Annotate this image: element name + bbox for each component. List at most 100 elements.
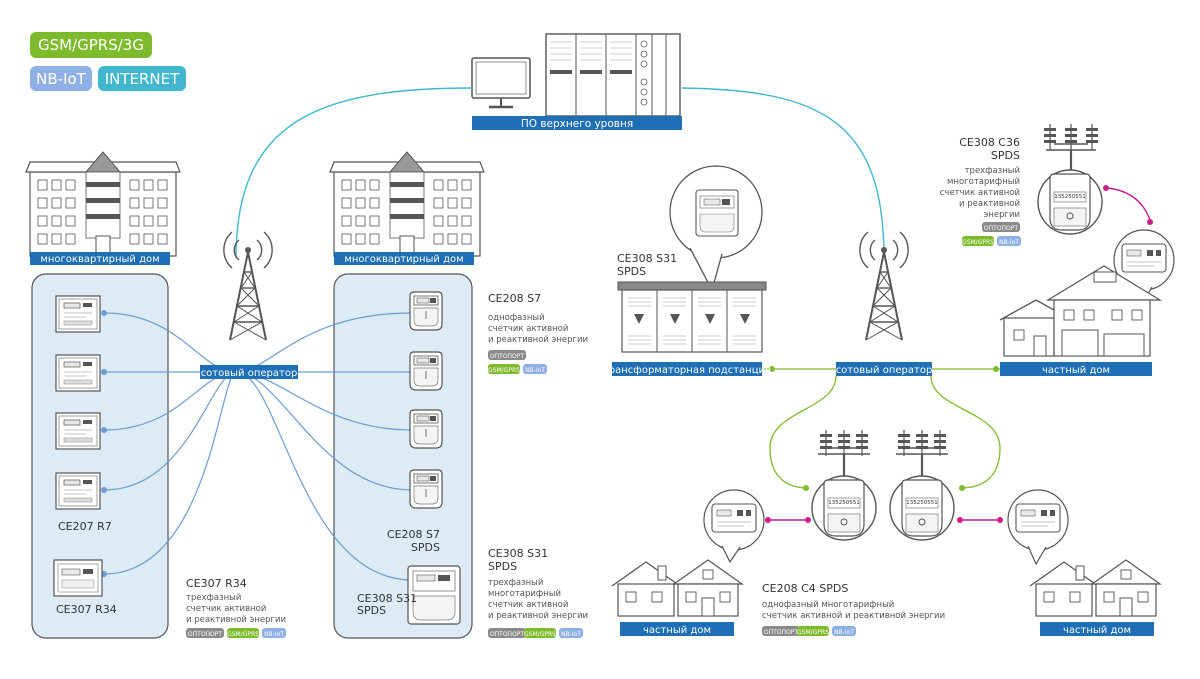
ce308c36-label-2: SPDS <box>991 149 1020 162</box>
pole-c4-left-icon <box>818 429 870 476</box>
ce208s7-desc-line-1: однофазный <box>488 313 545 323</box>
ce308s31-sub-label-1: CE308 S31 <box>617 252 677 265</box>
ce307r34-desc-line-2: счетчик активной <box>186 604 266 614</box>
private-house-right-bar <box>1000 362 1152 376</box>
pole-c36-icon <box>1043 123 1099 172</box>
apartment-label-mid: многоквартирный дом <box>344 254 463 265</box>
ce308s31-desc-line-2: многотарифный <box>488 589 561 599</box>
meter-ce208-1-icon <box>409 291 443 331</box>
meter-ce208-4-icon <box>409 469 443 509</box>
gsm-links <box>762 368 1001 489</box>
ce208s7spds-label-1: CE208 S7 <box>387 528 440 541</box>
ce308s31-sub-label-2: SPDS <box>617 265 646 278</box>
ce308c36-desc-line-3: счетчик активной <box>940 188 1020 198</box>
ce308s31-desc-title-2: SPDS <box>488 560 517 573</box>
ce308c36-desc-line-1: трехфазный <box>965 166 1020 176</box>
ce208c4-badges: ОПТОПОРТ GSM/GPRS NB-IoT <box>762 626 856 636</box>
private-house-left-label: частный дом <box>643 625 711 636</box>
substation-label: трансформаторная подстанция <box>603 365 771 376</box>
ce208c4-right-serial: 135250551 <box>906 500 938 506</box>
ce307r34-badge-gsm: GSM/GPRS <box>227 631 259 638</box>
meter-ce207-2-icon <box>55 354 101 392</box>
ce307r34-badge-nbiot: NB-IoT <box>264 631 284 638</box>
c4-links <box>765 517 1003 523</box>
ce207r7-label: CE207 R7 <box>58 520 112 533</box>
ce308s31-badge-optoport: ОПТОПОРТ <box>490 631 524 638</box>
ce308c36-desc-line-2: многотарифный <box>947 177 1020 187</box>
private-house-right-label: частный дом <box>1042 365 1110 376</box>
internet-link-left <box>235 87 473 259</box>
cell-tower-left-icon <box>222 231 274 341</box>
private-house-br-label: частный дом <box>1063 625 1131 636</box>
private-house-left-bar <box>620 622 734 636</box>
ce308s31-desc-line-3: счетчик активной <box>488 600 568 610</box>
meter-ce307-icon <box>53 559 103 597</box>
ce208s7-badge-gsm: GSM/GPRS <box>488 367 520 374</box>
operator-left-label: сотовый оператор <box>201 368 298 379</box>
ce208s7-badge-optoport: ОПТОПОРТ <box>490 353 524 360</box>
ce208c4-desc-title: CE208 C4 SPDS <box>762 582 848 595</box>
ce208s7-desc-title: CE208 S7 <box>488 292 541 305</box>
c36-link <box>1107 187 1151 221</box>
upper-level-label: ПО верхнего уровня <box>521 118 633 130</box>
ce307r34-desc-title: CE307 R34 <box>186 577 247 590</box>
substation-icon <box>617 281 767 353</box>
legend-internet-label: INTERNET <box>105 70 180 88</box>
ce208c4-desc-line-1: однофазный многотарифный <box>762 600 894 610</box>
ce308s31spds-label-2: SPDS <box>357 604 386 617</box>
ce308c36-badge-gsm: GSM/GPRS <box>962 239 994 246</box>
ce308s31-desc-line-4: и реактивной энергии <box>488 611 588 621</box>
legend-gsm-badge <box>30 32 152 58</box>
house-br-icon <box>1029 559 1161 617</box>
meter-ce208-3-icon <box>409 409 443 449</box>
house-right-icon <box>999 265 1163 357</box>
meter-ce207-3-icon <box>55 412 101 450</box>
operator-right-bar <box>836 362 932 376</box>
ce308c36-badge-nbiot: NB-IoT <box>999 239 1019 246</box>
ce208c4-badge-optoport: ОПТОПОРТ <box>764 629 798 636</box>
ce208s7-badges: ОПТОПОРТ GSM/GPRS NB-IoT <box>488 350 547 374</box>
legend-gsm-label: GSM/GPRS/3G <box>38 36 144 54</box>
upper-level-label-bar <box>472 116 682 130</box>
apartment-building-mid-icon <box>329 151 485 257</box>
ce208s7spds-label-2: SPDS <box>411 541 440 554</box>
meter-ce208c4-right-icon <box>889 475 955 541</box>
house-left-icon <box>611 559 743 617</box>
ce307r34-label: CE307 R34 <box>56 603 117 616</box>
substation-callout <box>669 165 763 292</box>
house-left-callout <box>703 489 765 564</box>
meter-ce308s31-icon <box>407 565 461 625</box>
ce208s7-desc-line-2: счетчик активной <box>488 324 568 334</box>
ce208c4-badge-gsm: GSM/GPRS <box>797 629 829 636</box>
ce308c36-badges: ОПТОПОРТ GSM/GPRS NB-IoT <box>962 222 1021 246</box>
ce307r34-desc-line-1: трехфазный <box>186 593 241 603</box>
ce308s31-badges: ОПТОПОРТ GSM/GPRS NB-IoT <box>488 628 583 638</box>
ce208c4-left-serial: 135250551 <box>828 500 860 506</box>
gsm-link-dots <box>769 366 999 491</box>
apartment-label-mid-bar <box>334 252 474 265</box>
operator-right-label: сотовый оператор <box>836 365 933 376</box>
monitor-icon <box>471 57 531 109</box>
house-br-callout <box>1007 489 1069 566</box>
meter-ce308c36-icon <box>1037 169 1103 235</box>
substation-label-bar <box>612 362 762 376</box>
ce208s7-badge-nbiot: NB-IoT <box>525 367 545 374</box>
ce307r34-desc-line-3: и реактивной энергии <box>186 615 286 625</box>
ce308c36-desc-line-5: энергии <box>984 210 1020 220</box>
legend-nbiot-label: NB-IoT <box>36 70 87 88</box>
meter-ce208-2-icon <box>409 351 443 391</box>
meter-ce208c4-left-icon <box>811 475 877 541</box>
ce208s7-desc-line-3: и реактивной энергии <box>488 335 588 345</box>
ce308s31spds-label-1: CE308 S31 <box>357 592 417 605</box>
ce208c4-badge-nbiot: NB-IoT <box>834 629 854 636</box>
ce308c36-serial: 135250551 <box>1054 194 1086 200</box>
pole-c4-right-icon <box>896 429 948 476</box>
meter-ce207-1-icon <box>55 295 101 333</box>
legend-internet-badge <box>98 66 186 91</box>
ce308c36-desc-line-4: и реактивной <box>959 199 1020 209</box>
ce308s31-badge-gsm: GSM/GPRS <box>524 631 556 638</box>
apartment-label-left: многоквартирный дом <box>40 254 159 265</box>
server-rack-icon <box>545 33 681 117</box>
ce308c36-badge-optoport: ОПТОПОРТ <box>984 225 1018 232</box>
